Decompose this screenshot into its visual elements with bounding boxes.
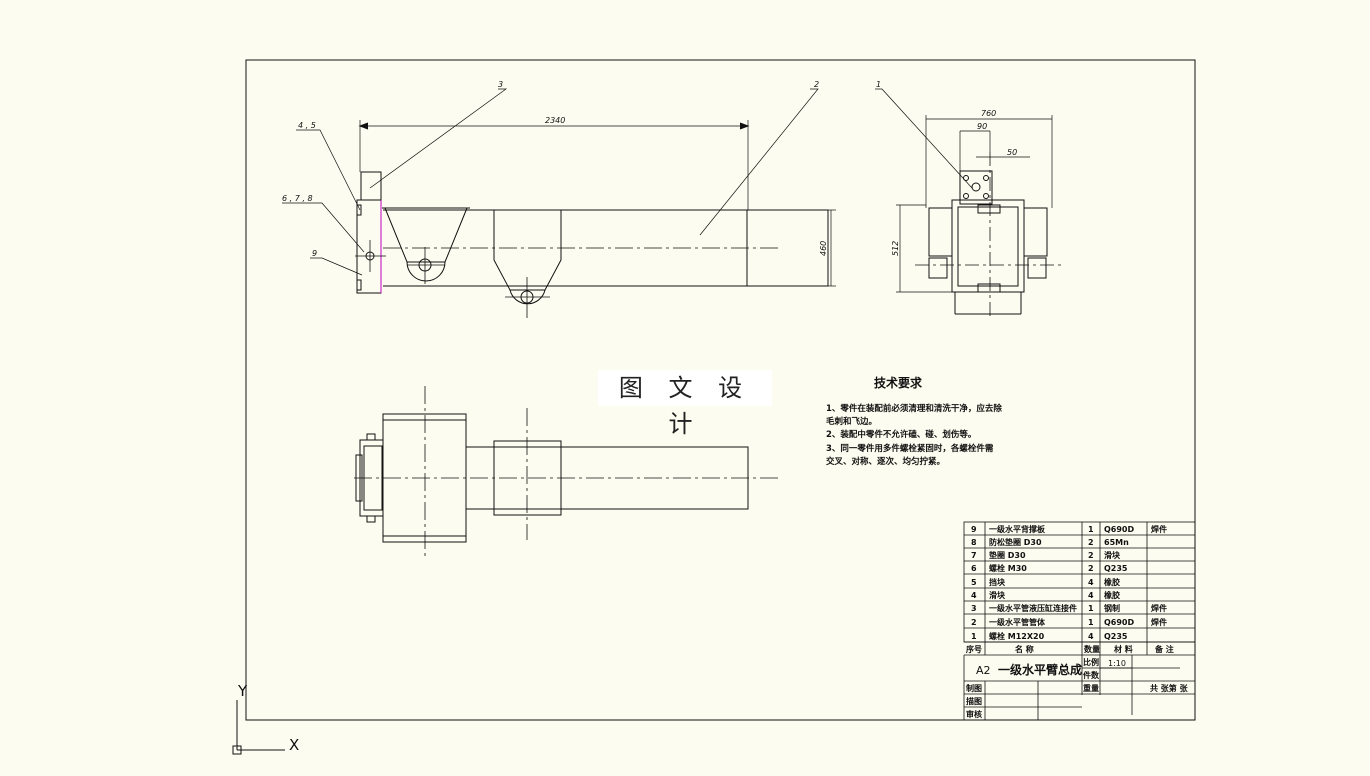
bom-row: 1 螺栓 M12X20 4 Q235 [971, 631, 1128, 641]
svg-text:焊件: 焊件 [1151, 603, 1167, 613]
svg-text:1: 1 [1088, 618, 1094, 627]
svg-text:2: 2 [1088, 551, 1094, 560]
bom-row: 9 一级水平背撑板 1 Q690D 焊件 [971, 524, 1167, 534]
tech-line: 1、零件在装配前必须清理和清洗干净，应去除 [826, 404, 1002, 414]
svg-text:一级水平管液压缸连接件: 一级水平管液压缸连接件 [989, 603, 1077, 613]
weight-label: 重量 [1083, 683, 1099, 693]
balloon-2: 2 [814, 80, 819, 89]
svg-text:6: 6 [971, 564, 977, 573]
bom-row: 4 滑块 4 橡胶 [971, 590, 1120, 600]
title-block-grid [963, 655, 1195, 720]
svg-text:螺栓 M30: 螺栓 M30 [989, 563, 1027, 573]
svg-text:挡块: 挡块 [989, 577, 1006, 587]
drawing-frame [245, 59, 1196, 721]
checked-label: 审核 [966, 709, 982, 719]
title-block: A2 一级水平臂总成 比例 1:10 件数 重量 共 张第 张 制图 描图 审核 [966, 657, 1189, 719]
balloon-3: 3 [498, 80, 503, 89]
svg-text:名 称: 名 称 [1015, 644, 1034, 654]
svg-text:序号: 序号 [966, 644, 982, 654]
dim-90: 90 [977, 122, 987, 131]
svg-text:一级水平管管体: 一级水平管管体 [989, 617, 1046, 627]
svg-text:Q235: Q235 [1104, 564, 1128, 573]
tech-line: 毛刺和飞边。 [826, 417, 878, 428]
dim-width-end: 760 [981, 109, 996, 118]
plan-view [354, 386, 778, 560]
scale-value: 1:10 [1108, 659, 1126, 668]
ucs-icon [232, 700, 285, 755]
tech-line: 2、装配中零件不允许磕、碰、划伤等。 [826, 430, 977, 441]
svg-text:滑块: 滑块 [989, 590, 1006, 600]
technical-requirements: 技术要求 1、零件在装配前必须清理和清洗干净，应去除 毛刺和飞边。 2、装配中零… [826, 374, 1026, 469]
svg-text:滑块: 滑块 [1104, 550, 1121, 560]
front-view [282, 88, 836, 318]
svg-text:4: 4 [1088, 632, 1094, 641]
drafted-label: 描图 [966, 696, 982, 706]
svg-text:螺栓 M12X20: 螺栓 M12X20 [989, 631, 1045, 641]
svg-text:焊件: 焊件 [1151, 524, 1167, 534]
dim-height-side: 460 [819, 241, 828, 256]
dim-height-end: 512 [891, 241, 900, 256]
svg-text:Q690D: Q690D [1104, 525, 1135, 534]
ucs-x-label: X [289, 736, 299, 754]
watermark: 图 文 设 计 [598, 370, 772, 438]
svg-text:8: 8 [971, 538, 977, 547]
svg-text:橡胶: 橡胶 [1104, 590, 1120, 600]
svg-text:Q235: Q235 [1104, 632, 1128, 641]
bom-row: 2 一级水平管管体 1 Q690D 焊件 [971, 617, 1167, 627]
bom-row: 8 防松垫圈 D30 2 65Mn [971, 537, 1129, 547]
svg-text:2: 2 [1088, 538, 1094, 547]
svg-text:7: 7 [971, 551, 977, 560]
svg-text:备 注: 备 注 [1154, 644, 1174, 654]
svg-text:4: 4 [971, 591, 977, 600]
bom-row: 7 垫圈 D30 2 滑块 [971, 550, 1121, 560]
svg-text:2: 2 [971, 618, 977, 627]
svg-text:5: 5 [971, 578, 977, 587]
end-view [875, 88, 1065, 320]
count-label: 件数 [1083, 670, 1100, 680]
balloon-6-7-8: 6 , 7 , 8 [282, 194, 313, 203]
svg-text:4: 4 [1088, 591, 1094, 600]
drawn-label: 制图 [966, 683, 982, 693]
svg-text:防松垫圈 D30: 防松垫圈 D30 [989, 537, 1042, 547]
svg-text:Q690D: Q690D [1104, 618, 1135, 627]
drawing-name: 一级水平臂总成 [998, 662, 1082, 677]
svg-text:65Mn: 65Mn [1104, 538, 1129, 547]
svg-text:2: 2 [1088, 564, 1094, 573]
balloon-1: 1 [876, 80, 881, 89]
tech-title: 技术要求 [874, 376, 923, 390]
svg-text:3: 3 [971, 604, 977, 613]
tech-line: 交叉、对称、逐次、均匀拧紧。 [826, 456, 946, 467]
dim-length: 2340 [545, 116, 565, 125]
svg-text:材 料: 材 料 [1114, 644, 1133, 654]
sheet-size: A2 [976, 664, 991, 677]
svg-text:钢制: 钢制 [1104, 603, 1120, 613]
svg-text:橡胶: 橡胶 [1104, 577, 1120, 587]
svg-text:垫圈 D30: 垫圈 D30 [989, 550, 1026, 560]
balloon-4-5: 4 , 5 [298, 121, 316, 130]
svg-text:焊件: 焊件 [1151, 617, 1167, 627]
dim-50: 50 [1007, 148, 1017, 157]
svg-text:1: 1 [1088, 525, 1094, 534]
sheets-label: 共 张第 张 [1150, 683, 1189, 693]
svg-text:1: 1 [1088, 604, 1094, 613]
scale-label: 比例 [1083, 657, 1099, 667]
ucs-y-label: Y [237, 682, 248, 700]
bom-header: 序号 名 称 数量 材 料 备 注 [966, 644, 1174, 654]
bom-row: 5 挡块 4 橡胶 [971, 577, 1120, 587]
bom-row: 3 一级水平管液压缸连接件 1 钢制 焊件 [971, 603, 1167, 613]
bom-grid [963, 521, 1196, 695]
svg-text:9: 9 [971, 525, 977, 534]
svg-text:4: 4 [1088, 578, 1094, 587]
svg-text:数量: 数量 [1084, 644, 1100, 654]
svg-text:1: 1 [971, 632, 977, 641]
svg-text:一级水平背撑板: 一级水平背撑板 [989, 524, 1046, 534]
balloon-9: 9 [312, 249, 317, 258]
tech-line: 3、同一零件用多件螺栓紧固时，各螺栓件需 [826, 443, 994, 454]
bom-row: 6 螺栓 M30 2 Q235 [971, 563, 1128, 573]
